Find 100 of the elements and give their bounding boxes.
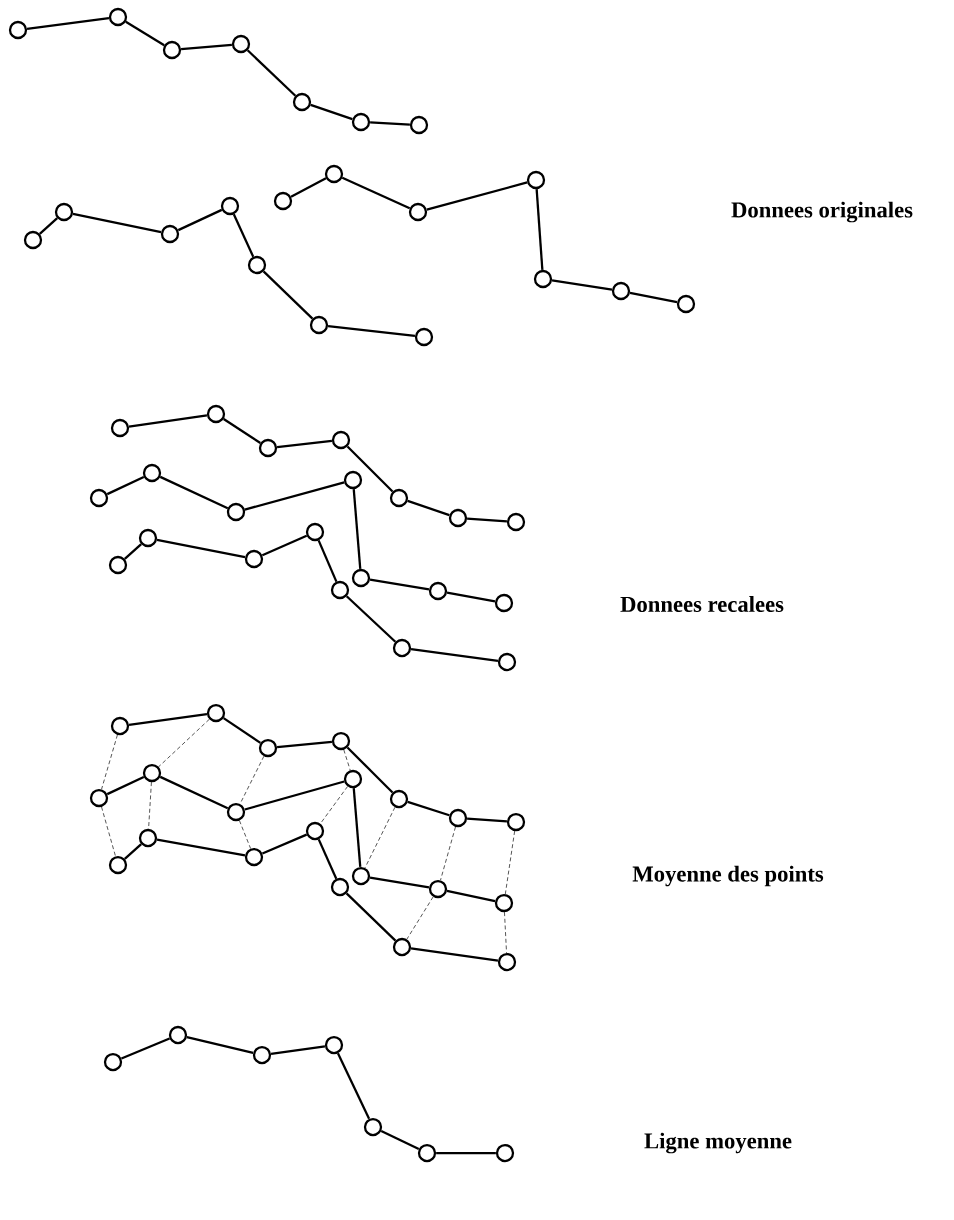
line-segment [345,892,397,942]
line-segment [341,176,411,210]
line-segment [410,947,499,962]
line-segment [352,788,362,867]
line-segment [261,833,308,855]
line-segment [629,291,678,304]
data-point-circle [428,581,448,601]
data-point-circle [330,877,350,897]
data-point-circle [258,438,278,458]
line-segment [336,1052,371,1120]
data-point-circle [392,638,412,658]
data-point-circle [330,580,350,600]
dashed-line [101,734,118,790]
data-point-circle [497,952,517,972]
line-segment [159,775,229,810]
data-point-circle [226,502,246,522]
line-segment [106,775,145,796]
data-point-circle [206,404,226,424]
line-segment [370,121,410,126]
line-segment [156,838,246,857]
data-point-circle [324,164,344,184]
data-point-circle [448,808,468,828]
line-segment [317,539,338,583]
data-point-circle [247,255,267,275]
line-segment [446,591,496,603]
dashed-line [320,786,348,824]
line-segment [124,843,142,860]
data-point-circle [138,828,158,848]
data-point-circle [162,40,182,60]
data-point-circle [108,555,128,575]
data-point-circle [506,512,526,532]
data-point-circle [494,893,514,913]
line-segment [467,817,507,823]
data-point-circle [409,115,429,135]
dashed-line [406,896,434,940]
line-segment [270,1045,326,1055]
data-point-circle [392,937,412,957]
line-segment [244,780,345,811]
line-segment [290,177,327,198]
data-point-circle [343,470,363,490]
data-point-circle [108,855,128,875]
line-segment [159,475,229,510]
data-point-circle [110,418,130,438]
data-point-circle [305,522,325,542]
data-point-circle [428,879,448,899]
data-point-circle [448,508,468,528]
panel-label: Ligne moyenne [644,1132,792,1154]
line-segment [346,746,394,794]
data-point-circle [331,430,351,450]
data-point-circle [389,789,409,809]
line-segment [128,713,208,726]
data-point-circle [89,488,109,508]
data-point-circle [206,703,226,723]
data-point-circle [495,1143,515,1163]
data-point-circle [220,196,240,216]
dashed-line [440,826,456,881]
line-segment [446,889,496,903]
line-segment [125,20,165,47]
data-point-circle [676,294,696,314]
data-point-circle [23,230,43,250]
data-point-circle [142,463,162,483]
line-segment [106,475,145,496]
line-segment [261,534,308,557]
line-segment [436,1151,496,1155]
line-segment [310,103,353,121]
dashed-line [239,820,251,849]
data-point-circle [494,593,514,613]
data-point-circle [526,170,546,190]
line-segment [277,740,332,749]
dashed-line [148,781,152,830]
line-segment [407,499,450,517]
data-point-circle [351,866,371,886]
data-point-circle [389,488,409,508]
data-point-circle [110,716,130,736]
data-point-circle [226,802,246,822]
line-segment [177,208,223,232]
data-point-circle [324,1035,344,1055]
data-point-circle [417,1143,437,1163]
dashed-line [505,830,515,895]
panel-label: Donnees originales [731,201,913,223]
data-point-circle [351,112,371,132]
data-point-circle [363,1117,383,1137]
line-segment [407,800,450,817]
data-point-circle [89,788,109,808]
dashed-line [158,718,210,768]
data-point-circle [258,738,278,758]
line-segment [426,181,528,211]
data-point-circle [305,821,325,841]
line-segment [380,1129,420,1151]
data-point-circle [506,812,526,832]
line-segment [223,418,261,444]
dashed-line [101,806,116,857]
data-point-circle [8,20,28,40]
line-segment [551,279,613,291]
data-point-circle [244,847,264,867]
panel-label: Moyenne des points [632,865,824,887]
line-segment [72,212,162,234]
data-point-circle [497,652,517,672]
line-segment [156,538,246,559]
data-point-circle [414,327,434,347]
